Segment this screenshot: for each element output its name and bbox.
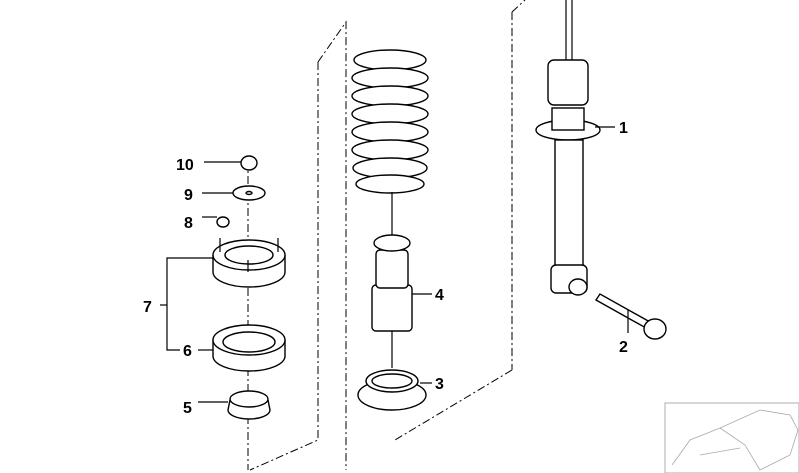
callout-5[interactable]: 5 (183, 400, 192, 417)
leader-lines (160, 126, 629, 403)
coil-spring (351, 49, 429, 194)
dust-cap (227, 390, 271, 420)
callout-9[interactable]: 9 (184, 187, 193, 204)
callout-8[interactable]: 8 (184, 215, 193, 232)
bump-stop (371, 192, 413, 332)
spring-pad (357, 331, 427, 411)
shock-absorber (535, 0, 601, 296)
support-ring (212, 324, 286, 372)
self-locking-nut (240, 155, 258, 171)
car-thumbnail (664, 402, 799, 473)
callout-2[interactable]: 2 (619, 339, 628, 356)
callout-3[interactable]: 3 (435, 376, 444, 393)
bolt (594, 293, 667, 340)
callout-4[interactable]: 4 (435, 287, 444, 304)
washer (232, 185, 266, 201)
strut-mount (212, 238, 286, 288)
callout-6[interactable]: 6 (183, 343, 192, 360)
nut (216, 216, 230, 228)
callout-7[interactable]: 7 (143, 299, 152, 316)
callout-1[interactable]: 1 (619, 120, 628, 137)
callout-10[interactable]: 10 (176, 157, 194, 174)
